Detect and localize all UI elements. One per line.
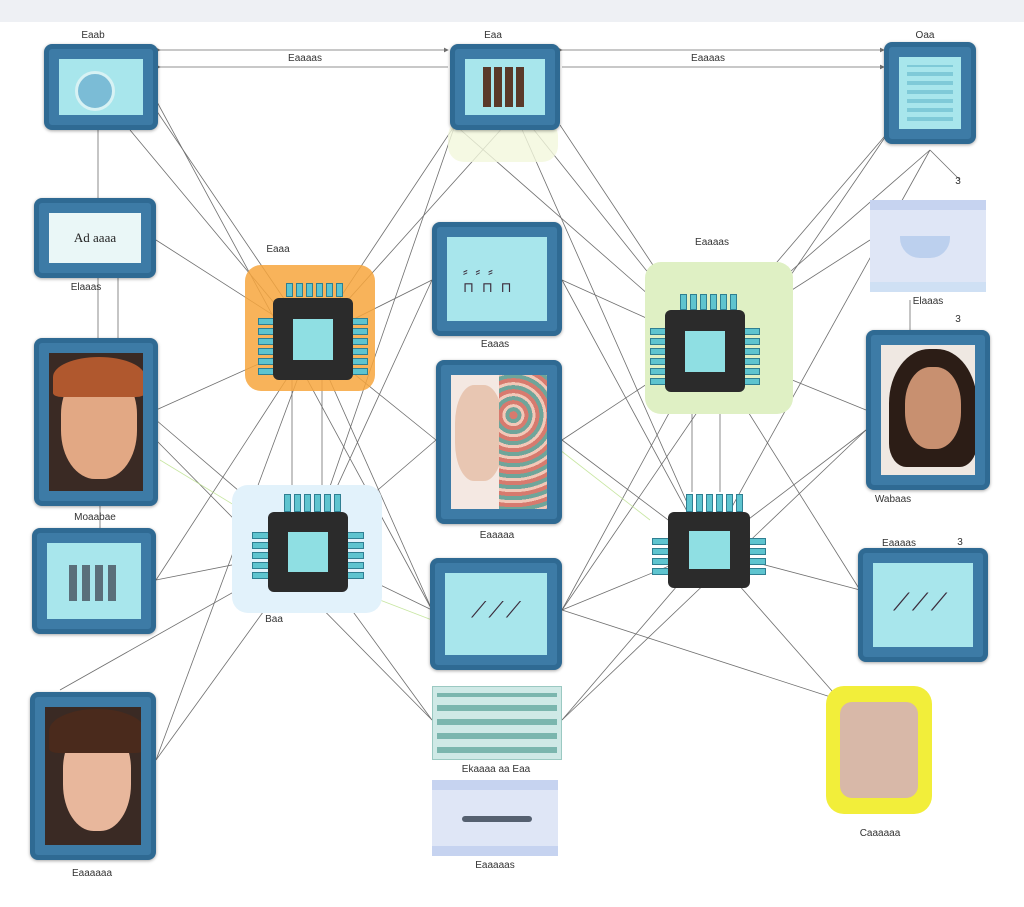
right-banner [870,200,986,292]
processor-chip-top-left[interactable] [273,298,353,380]
grid-icon [483,67,527,107]
chip-pins [258,318,274,375]
chip-pins [744,328,760,385]
chip-pins [286,283,343,297]
bottom-center-banner [432,780,558,856]
chip-pins [748,538,766,575]
node-center-doodle[interactable]: ⟋⟋⟋ [430,558,562,670]
wave-icon [462,816,532,822]
sketch-icon: ⟋⟋⟋ [893,589,950,616]
chip-pins [680,294,737,310]
cup-icon [900,236,950,258]
node-face-right[interactable] [866,330,990,490]
processor-chip-bottom-left[interactable] [268,512,348,592]
label-top-center: Eaa [484,30,502,41]
chip-pins [650,328,666,385]
bars-icon [69,565,119,601]
node-face-left[interactable] [34,338,158,506]
face-image [455,385,503,481]
node-center-schematic[interactable]: ⸗ ⸗ ⸗⊓ ⊓ ⊓ [432,222,562,336]
label-top-right: Oaa [915,30,935,41]
node-face-bottom-left[interactable] [30,692,156,860]
chip-pins [652,538,670,575]
title-bar [0,0,1024,22]
sketch-icon: ⟋⟋⟋ [471,597,524,622]
chip-pins [686,494,743,512]
node-top-left[interactable] [44,44,158,130]
flowers-image [499,375,547,509]
label-face-left: Moaabae [74,512,116,523]
dashboard-rows [437,693,557,753]
node-center-mixed[interactable] [436,360,562,524]
node-sensor[interactable]: Ad aaaa [34,198,156,278]
label-face-right: Wabaas [874,494,912,505]
label-bottom-center: Eaaaaas [475,860,515,871]
label-sensor: Elaaas [70,282,102,293]
corner-number: 3 [955,314,961,325]
processor-chip-top-right[interactable] [665,310,745,392]
node-right-doodle[interactable]: ⟋⟋⟋ [858,548,988,662]
chip-pins [284,494,341,512]
node-top-center[interactable] [450,44,560,130]
arrow-label-left: Eaaaas [288,53,322,64]
label-dashboard: Ekaaaa aa Eaa [461,764,531,775]
processor-chip-bottom-right[interactable] [668,512,750,588]
node-face-yellow[interactable] [826,686,932,814]
sensor-text: Ad aaaa [73,230,117,245]
chip-pins [352,318,368,375]
hair-image [53,357,143,397]
label-top-left: Eaab [81,30,105,41]
label-mid-center: Eaaas [480,339,510,350]
node-top-right[interactable] [884,42,976,144]
label-right-bottom-box: Eaaaas [882,538,916,549]
circle-icon [75,71,115,111]
arrow-label-right: Eaaaas [691,53,725,64]
label-mixed: Eaaaaa [479,530,515,541]
node-left-chart[interactable] [32,528,156,634]
corner-number: 3 [957,537,963,548]
symbol-icon: ⸗ ⸗ ⸗⊓ ⊓ ⊓ [463,263,514,295]
label-chip-tl: Eaaa [266,244,290,255]
face-image [840,702,918,798]
label-chip-tr: Eaaaas [695,237,729,248]
dashboard-panel[interactable] [432,686,562,760]
chip-pins [346,532,364,579]
label-bottom-left: Eaaaaaa [71,868,113,879]
face-image [905,367,961,449]
corner-number: 3 [955,176,961,187]
label-right-banner: Elaaas [912,296,944,307]
label-chip-bl: Baa [265,614,283,625]
circuit-icon [907,65,953,121]
label-yellow-face: Caaaaaa [859,828,901,839]
hair-image [49,709,141,753]
